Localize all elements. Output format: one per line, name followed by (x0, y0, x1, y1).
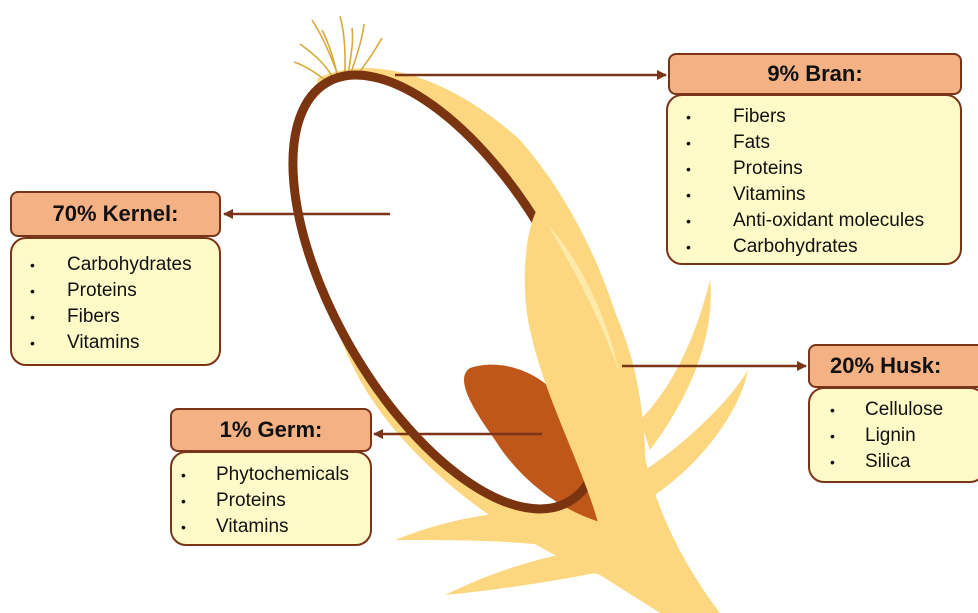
kernel-list: • Carbohydrates • Proteins • Fibers • Vitami… (12, 252, 219, 356)
kernel-item-label: Vitamins (67, 330, 140, 356)
kernel-title: 70% Kernel: (53, 201, 179, 227)
husk-item-label: Cellulose (865, 397, 943, 423)
bullet: • (686, 182, 691, 208)
kernel-item: • Proteins (12, 278, 219, 304)
bran-item-label: Vitamins (733, 182, 806, 208)
bran-item: • Fibers (668, 104, 960, 130)
bullet: • (30, 252, 35, 278)
bullet: • (30, 330, 35, 356)
germ-header: 1% Germ: (170, 408, 372, 452)
husk-title: 20% Husk: (830, 353, 941, 379)
bran-item-label: Anti-oxidant molecules (733, 208, 924, 234)
bullet: • (830, 423, 835, 449)
germ-list-box: • Phytochemicals • Proteins • Vitamins (170, 451, 372, 546)
bullet: • (686, 130, 691, 156)
bullet: • (30, 278, 35, 304)
bran-item-label: Carbohydrates (733, 234, 858, 260)
bran-item-label: Proteins (733, 156, 803, 182)
germ-list: • Phytochemicals • Proteins • Vitamins (172, 462, 370, 540)
germ-item-label: Proteins (216, 488, 286, 514)
germ-item: • Vitamins (172, 514, 370, 540)
germ-item: • Phytochemicals (172, 462, 370, 488)
germ-title: 1% Germ: (220, 417, 323, 443)
bran-title: 9% Bran: (767, 61, 862, 87)
bullet: • (686, 234, 691, 260)
germ-item-label: Vitamins (216, 514, 289, 540)
bran-item-label: Fibers (733, 104, 786, 130)
bran-list-box: • Fibers • Fats • Proteins • Vitamins • Anti-… (666, 94, 962, 265)
husk-item-label: Lignin (865, 423, 916, 449)
bran-item: • Vitamins (668, 182, 960, 208)
kernel-item-label: Carbohydrates (67, 252, 192, 278)
bullet: • (686, 156, 691, 182)
husk-item: • Cellulose (810, 397, 978, 423)
kernel-list-box: • Carbohydrates • Proteins • Fibers • Vitami… (10, 237, 221, 366)
bullet: • (686, 208, 691, 234)
bullet: • (30, 304, 35, 330)
kernel-item-label: Proteins (67, 278, 137, 304)
bullet: • (181, 514, 186, 540)
kernel-item: • Fibers (12, 304, 219, 330)
husk-list-box: • Cellulose • Lignin • Silica (808, 387, 978, 483)
bullet: • (686, 104, 691, 130)
husk-leaf-lower-left-2 (445, 548, 612, 595)
bullet: • (181, 462, 186, 488)
kernel-item-label: Fibers (67, 304, 120, 330)
bullet: • (830, 449, 835, 475)
husk-item: • Lignin (810, 423, 978, 449)
husk-item: • Silica (810, 449, 978, 475)
bran-item: • Anti-oxidant molecules (668, 208, 960, 234)
husk-list: • Cellulose • Lignin • Silica (810, 397, 978, 475)
kernel-item: • Carbohydrates (12, 252, 219, 278)
germ-item-label: Phytochemicals (216, 462, 349, 488)
bran-list: • Fibers • Fats • Proteins • Vitamins • Anti-… (668, 104, 960, 260)
bullet: • (830, 397, 835, 423)
kernel-header: 70% Kernel: (10, 191, 221, 237)
husk-leaf-lower-left (395, 512, 610, 555)
bran-item: • Carbohydrates (668, 234, 960, 260)
husk-header: 20% Husk: (808, 344, 978, 388)
bran-item-label: Fats (733, 130, 770, 156)
bran-item: • Proteins (668, 156, 960, 182)
bran-item: • Fats (668, 130, 960, 156)
bullet: • (181, 488, 186, 514)
germ-item: • Proteins (172, 488, 370, 514)
husk-item-label: Silica (865, 449, 910, 475)
bran-header: 9% Bran: (668, 53, 962, 95)
kernel-item: • Vitamins (12, 330, 219, 356)
